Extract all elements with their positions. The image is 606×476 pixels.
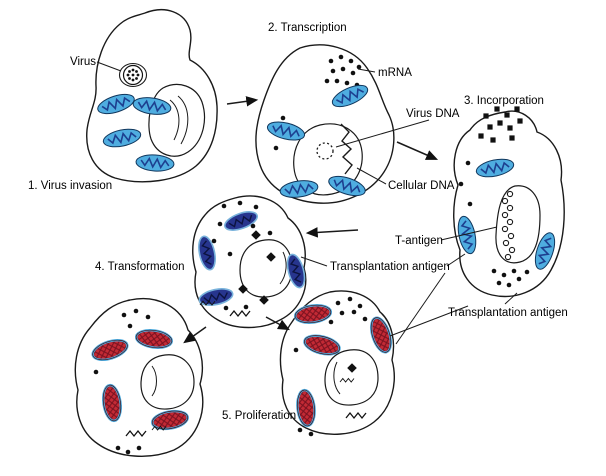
arrow-transcription-to-incorporation xyxy=(396,141,439,160)
cell-transcription xyxy=(255,44,395,204)
label-step2: 2. Transcription xyxy=(268,22,347,34)
pointer-transplantation-mid-to-cell5b xyxy=(395,272,446,345)
pointer-mrna xyxy=(357,68,376,73)
cell-transformation xyxy=(192,195,309,329)
label-step4: 4. Transformation xyxy=(95,261,184,273)
nucleus xyxy=(324,349,379,406)
label-virus-dna: Virus DNA xyxy=(406,108,460,120)
stage-arrows xyxy=(183,96,439,344)
pointer-transplantation-mid-to-cell3 xyxy=(446,253,466,267)
label-step3: 3. Incorporation xyxy=(464,95,544,107)
nucleus-fold xyxy=(333,361,341,395)
label-step1: 1. Virus invasion xyxy=(28,180,112,192)
label-t-antigen: T-antigen xyxy=(395,235,443,247)
pointer-transplantation-mid-to-cell4 xyxy=(300,256,328,267)
pointer-t-antigen xyxy=(440,226,498,241)
cellular-dna-strand xyxy=(340,123,353,175)
label-virus: Virus xyxy=(70,56,96,68)
nucleus xyxy=(239,239,293,298)
arrow-incorporation-to-transformation xyxy=(305,227,359,238)
label-cellular-dna: Cellular DNA xyxy=(388,180,455,192)
arrow-transformation-to-proliferation-left xyxy=(183,326,207,344)
nucleus-fold xyxy=(279,251,287,285)
nucleus xyxy=(495,185,541,264)
label-step5: 5. Proliferation xyxy=(222,410,296,422)
pointer-transplantation-right-to-cell5b xyxy=(389,305,469,337)
nucleus-fold xyxy=(169,99,180,141)
label-mrna: mRNA xyxy=(378,67,412,79)
label-transplantation-antigen-mid: Transplantation antigen xyxy=(330,261,450,273)
pointer-transplantation-right-to-cell3 xyxy=(504,292,518,305)
virus-dna-ring xyxy=(316,142,334,160)
pointer-cellular-dna xyxy=(356,167,387,185)
arrow-transformation-to-proliferation-right xyxy=(265,316,290,331)
labels: Virus 1. Virus invasion 2. Transcription… xyxy=(28,22,568,422)
pointer-virus xyxy=(96,61,122,72)
nucleus xyxy=(140,354,195,410)
pointer-virus-dna xyxy=(335,119,430,148)
virus-particle-icon xyxy=(122,64,144,86)
cell-proliferation-right xyxy=(279,290,396,437)
arrow-invasion-to-transcription xyxy=(226,96,259,107)
integrated-virus-dna-beads xyxy=(501,190,516,261)
nucleus-fold xyxy=(151,365,157,397)
cell-proliferation-left xyxy=(74,298,204,457)
pointer-lines xyxy=(96,61,518,345)
nucleus-fold xyxy=(177,95,189,145)
cell-incorporation xyxy=(453,106,565,298)
label-transplantation-antigen-right: Transplantation antigen xyxy=(448,307,568,319)
cell-virus-invasion xyxy=(86,9,218,183)
